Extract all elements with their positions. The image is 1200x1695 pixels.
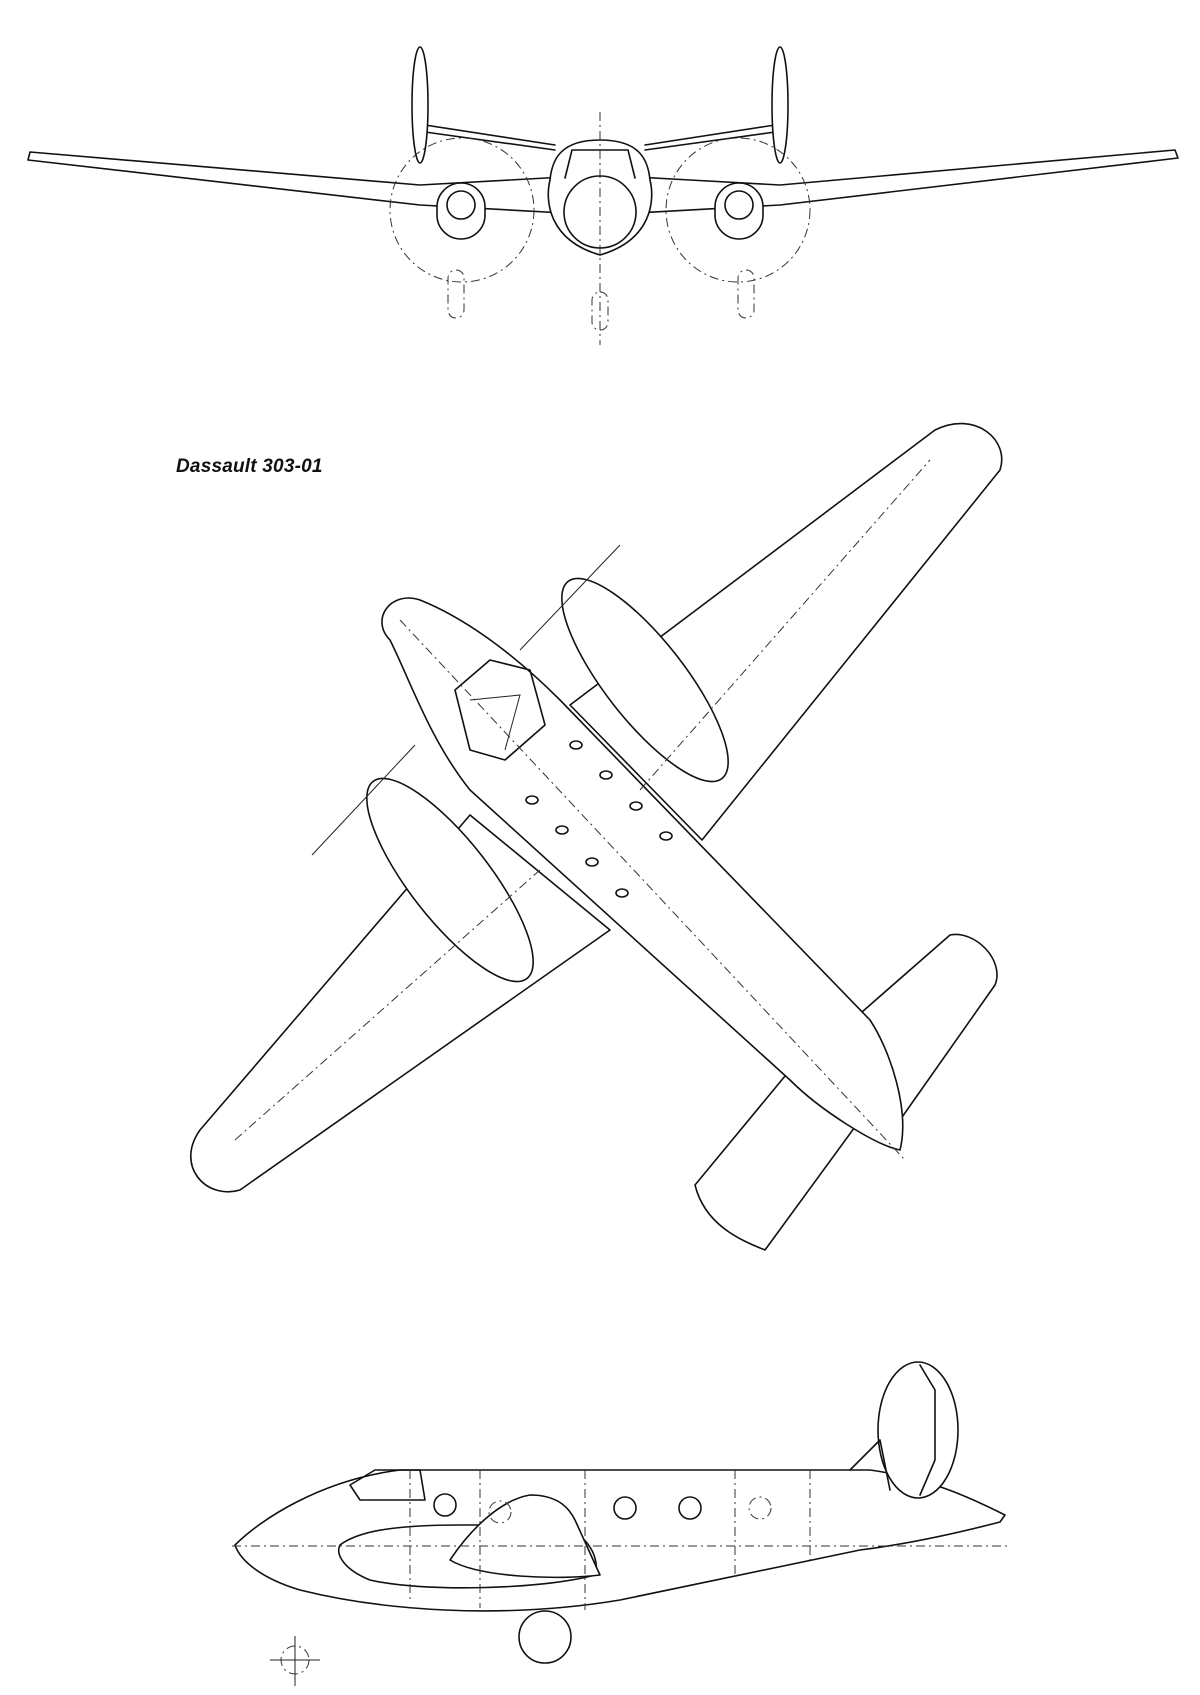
plan-canopy — [454, 659, 546, 761]
front-fuselage — [547, 139, 653, 256]
side-main-wheel — [518, 1610, 572, 1664]
front-left-gear — [447, 269, 465, 319]
plan-view — [189, 422, 1003, 1251]
front-right-wing — [599, 149, 1179, 216]
plan-lower-prop-axis — [311, 744, 416, 856]
plan-windows — [525, 740, 673, 898]
front-view — [27, 46, 1179, 345]
side-windows — [433, 1493, 702, 1520]
aircraft-title: Dassault 303-01 — [176, 456, 323, 477]
plan-fuselage — [381, 597, 904, 1151]
front-left-wing — [27, 151, 601, 216]
front-right-fin — [771, 46, 789, 164]
front-tailplane — [424, 124, 776, 151]
plan-upper-nacelle — [561, 577, 729, 783]
plan-upper-prop-axis — [519, 544, 621, 651]
front-left-prop-disc — [389, 137, 535, 283]
plan-tailplane-lower — [694, 1069, 861, 1251]
plan-lower-nacelle — [366, 777, 534, 983]
side-cockpit — [349, 1469, 426, 1501]
side-view — [232, 1361, 1010, 1686]
side-wing — [449, 1494, 601, 1579]
front-right-spinner — [724, 190, 754, 220]
front-right-gear — [737, 269, 755, 319]
front-right-prop-disc — [665, 137, 811, 283]
side-fin — [877, 1361, 959, 1499]
front-left-spinner — [446, 190, 476, 220]
plan-centreline — [399, 619, 906, 1161]
front-left-fin — [411, 46, 429, 164]
